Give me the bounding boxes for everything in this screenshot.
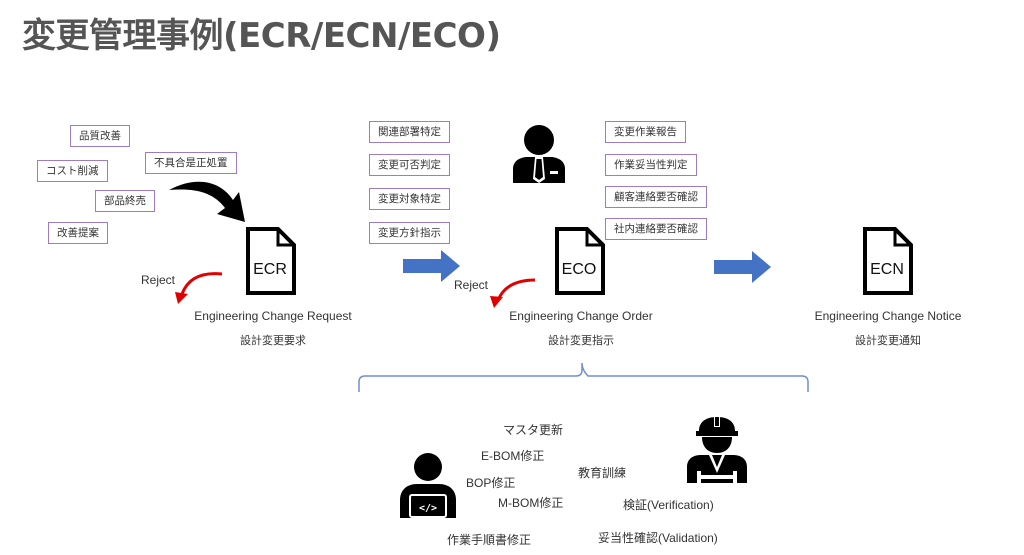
trigger-tag-cost-reduction: コスト削減 — [37, 160, 108, 182]
ecn-doc-label: ECN — [870, 261, 904, 278]
developer-laptop-icon: </> — [400, 453, 456, 518]
trigger-tag-part-discontinued: 部品終売 — [95, 190, 155, 212]
grouping-brace — [358, 362, 809, 392]
flow-arrow-eco-to-ecn-icon — [714, 251, 771, 283]
ecr-name-en: Engineering Change Request — [194, 309, 352, 323]
eco-task-tag: 顧客連絡要否確認 — [605, 186, 707, 208]
eco-task-tag: 作業妥当性判定 — [605, 154, 697, 176]
trigger-tag-improvement-proposal: 改善提案 — [48, 222, 108, 244]
ecn-name-jp: 設計変更通知 — [855, 334, 921, 347]
task-mbom-fix: M-BOM修正 — [498, 496, 564, 510]
eco-doc-label: ECO — [562, 261, 597, 278]
eco-task-tag: 関連部署特定 — [369, 121, 450, 143]
task-bop-fix: BOP修正 — [466, 476, 516, 490]
eco-task-tag: 変更作業報告 — [605, 121, 686, 143]
ecn-document-icon: ECN — [863, 227, 913, 295]
eco-task-tag: 変更方針指示 — [369, 222, 450, 244]
task-work-procedure-fix: 作業手順書修正 — [447, 533, 532, 547]
worker-helmet-icon — [687, 417, 747, 483]
ecr-reject-label: Reject — [141, 273, 176, 287]
task-verification: 検証(Verification) — [623, 498, 714, 512]
task-ebom-fix: E-BOM修正 — [481, 449, 545, 463]
trigger-tag-corrective-action: 不具合是正処置 — [145, 152, 237, 174]
eco-name-jp: 設計変更指示 — [548, 334, 614, 347]
task-training: 教育訓練 — [578, 466, 627, 480]
trigger-tag-quality-improvement: 品質改善 — [70, 125, 130, 147]
task-master-update: マスタ更新 — [503, 423, 564, 437]
eco-reject-label: Reject — [454, 278, 489, 292]
svg-text:</>: </> — [419, 503, 437, 514]
eco-name-en: Engineering Change Order — [509, 309, 653, 323]
manager-person-icon — [513, 125, 565, 183]
ecr-reject-arrow-icon — [175, 272, 223, 304]
curved-arrow-icon — [169, 181, 245, 222]
task-validation: 妥当性確認(Validation) — [598, 531, 718, 545]
eco-reject-arrow-icon — [490, 278, 536, 308]
eco-task-tag: 変更可否判定 — [369, 154, 450, 176]
ecr-doc-label: ECR — [253, 261, 287, 278]
eco-task-tag: 社内連絡要否確認 — [605, 218, 707, 240]
page-title: 変更管理事例(ECR/ECN/ECO) — [22, 16, 501, 56]
ecr-name-jp: 設計変更要求 — [240, 334, 306, 347]
ecr-document-icon: ECR — [246, 227, 296, 295]
flow-arrow-ecr-to-eco-icon — [403, 250, 460, 282]
eco-document-icon: ECO — [555, 227, 605, 295]
ecn-name-en: Engineering Change Notice — [814, 309, 962, 323]
eco-task-tag: 変更対象特定 — [369, 188, 450, 210]
